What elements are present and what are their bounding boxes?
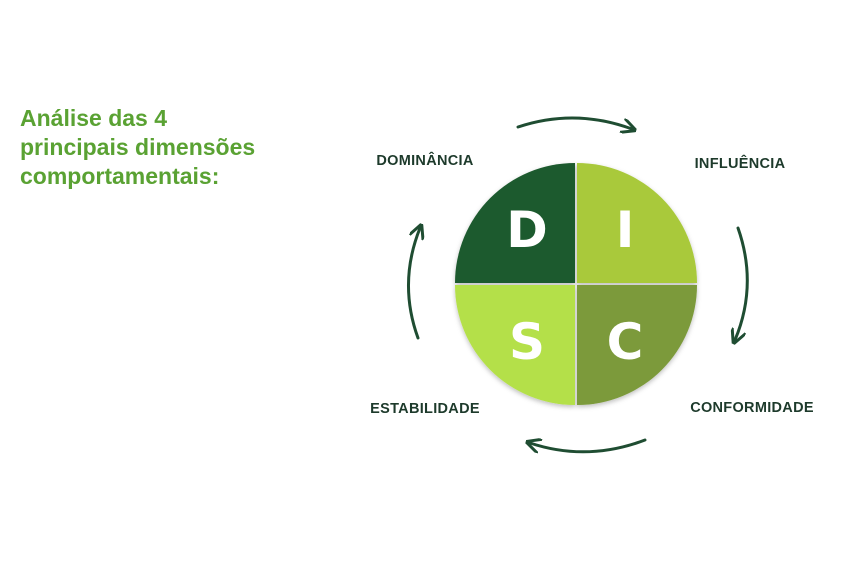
quadrant-influencia (577, 163, 697, 283)
heading-line-1: Análise das 4 (20, 105, 168, 131)
letter-d: D (506, 201, 548, 259)
disc-circle (455, 163, 697, 405)
label-dominancia: DOMINÂNCIA (376, 151, 473, 169)
quadrant-estabilidade (455, 285, 575, 405)
heading-line-3: comportamentais: (20, 163, 220, 189)
cycle-arrows (406, 116, 749, 452)
clockwise-arrow-icon (530, 440, 647, 452)
label-conformidade: CONFORMIDADE (690, 400, 814, 416)
heading-line-2: principais dimensões (20, 134, 256, 160)
letter-s: S (509, 313, 545, 371)
clockwise-arrow-icon (735, 226, 749, 340)
page-heading: Análise das 4 principais dimensões compo… (20, 104, 340, 191)
quadrant-conformidade (577, 285, 697, 405)
clockwise-arrow-icon (516, 116, 632, 129)
letter-c: C (607, 313, 644, 371)
letter-i: I (616, 201, 635, 259)
label-estabilidade: ESTABILIDADE (370, 401, 480, 417)
clockwise-arrow-icon (406, 228, 420, 340)
quadrant-dominancia (455, 163, 575, 283)
label-influencia: INFLUÊNCIA (695, 154, 786, 172)
